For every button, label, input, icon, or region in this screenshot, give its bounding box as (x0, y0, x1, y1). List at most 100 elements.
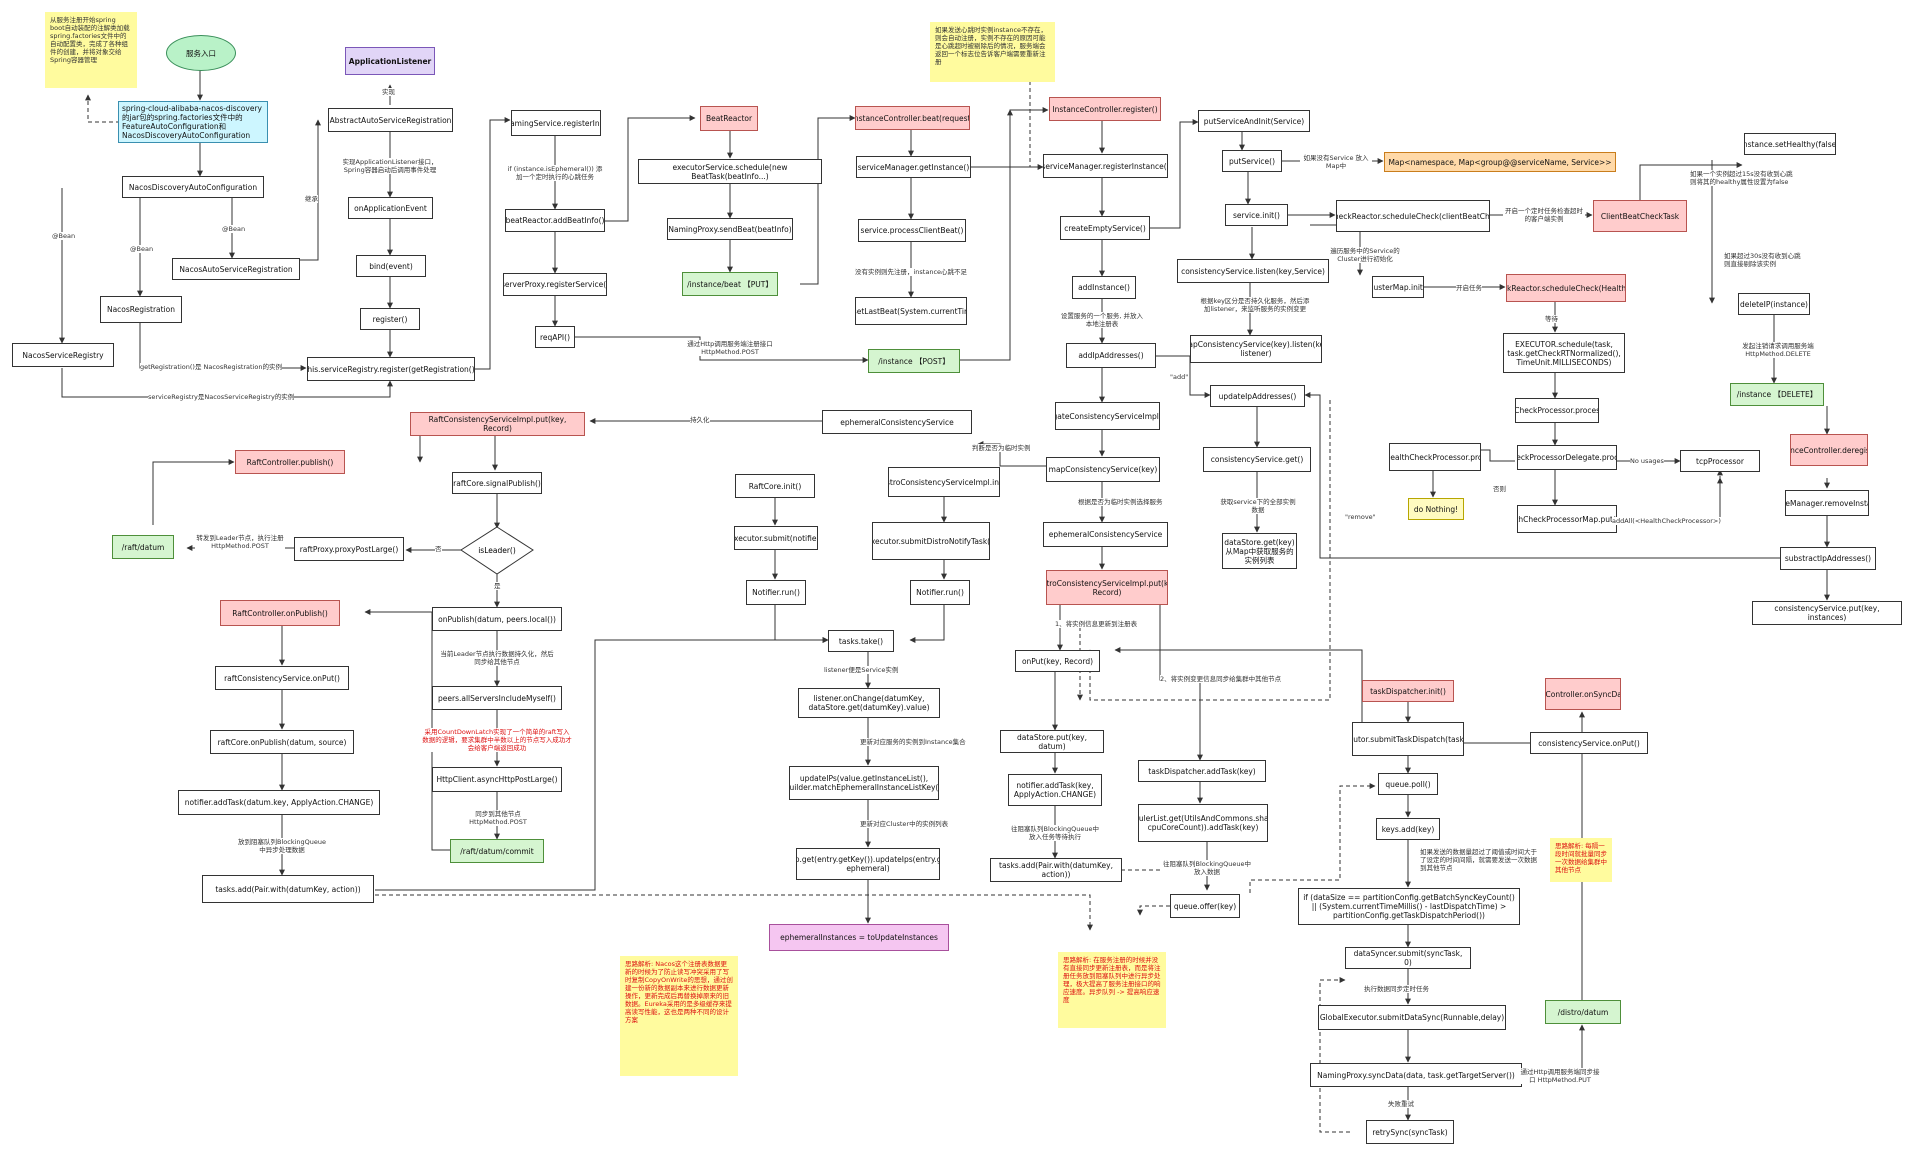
node-add-instance: addInstance() (1072, 276, 1136, 299)
node-tasks-take: tasks.take() (828, 630, 894, 652)
label-sync-http: 同步到其他节点 HttpMethod.POST (450, 810, 546, 826)
node-batch-check: if (dataSize == partitionConfig.getBatch… (1298, 888, 1520, 925)
decision-diamond-shape (460, 526, 534, 575)
label-more-than-15: 如果一个实例超过15s没有收到心跳则将其的healthy属性设置为false (1690, 170, 1796, 186)
node-keys-add: keys.add(key) (1376, 818, 1440, 840)
node-add-ip-addresses: addIpAddresses() (1066, 343, 1156, 368)
edge-consonput-onput (1114, 647, 1530, 744)
node-cluster-map-update: clusterMap.get(entry.getKey()).updateIps… (796, 848, 940, 880)
label-build-key: 根据key区分是否持久化服务，然后添加listener，来监听服务的实例变更 (1200, 297, 1310, 313)
node-ic-register: InstanceController.register() (1049, 97, 1161, 121)
node-sm-remove-instance: serviceManager.removeInstance() (1785, 490, 1869, 516)
node-global-executor-submit: GlobalExecutor.submitTaskDispatch(taskSc… (1352, 722, 1464, 756)
label-execute-sync: 执行数据同步定时任务 (1364, 985, 1429, 993)
node-app-listener: ApplicationListener (345, 47, 435, 75)
node-on-put: onPut(key, Record) (1015, 650, 1100, 672)
node-hc-schedule-check: HealthCheckReactor.scheduleCheck(clientB… (1336, 200, 1490, 232)
label-blocking-queue: 往阻塞队列BlockingQueue中放入任务等待执行 (1010, 825, 1100, 841)
edge-clientbeat-healthy (1639, 162, 1743, 200)
node-notifier-run-1: Notifier.run() (746, 580, 806, 605)
label-persistent: 持久化 (690, 416, 710, 424)
label-blocking-queue-raft: 放到阻塞队列BlockingQueue中异步处理数据 (235, 838, 329, 854)
edge-thisreg-naming (475, 117, 511, 370)
node-datastore-get: dataStore.get(key) 从Map中获取服务的实例列表 (1222, 533, 1297, 569)
node-naming-proxy-send-beat: NamingProxy.sendBeat(beatInfo) (667, 218, 793, 240)
edge-autoreg-abstract (300, 119, 321, 261)
label-listener-callback: listener便是Service实例 (824, 666, 899, 674)
label-remove: "remove" (1345, 513, 1376, 521)
node-queue-offer: queue.offer(key) (1170, 894, 1240, 918)
node-update-ip-addresses: updateIpAddresses() (1210, 385, 1305, 407)
node-client-beat-check-task: ClientBeatCheckTask (1593, 200, 1687, 232)
node-raft-core-on-publish: raftCore.onPublish(datum, source) (210, 730, 354, 754)
node-raft-consistency-on-put: raftConsistencyService.onPut() (215, 666, 349, 690)
node-on-publish: onPublish(datum, peers.local()) (432, 607, 562, 631)
label-timing-check: 开启一个定时任务检查超时的客户端实例 (1503, 207, 1585, 223)
node-raft-controller-on-publish: RaftController.onPublish() (220, 600, 340, 626)
edge-instpost-icregister (960, 107, 1049, 361)
node-raft-controller-publish: RaftController.publish() (235, 450, 345, 474)
node-nacos-naming-service: NacosNamingService.registerInstance() (511, 110, 601, 136)
label-bean-1: @Bean (52, 232, 76, 240)
node-put-service: putService() (1222, 150, 1282, 172)
label-step1: 1、将实例信息更新到注册表 (1055, 620, 1138, 628)
node-consistency-put-remove: consistencyService.put(key, instances) (1752, 601, 1902, 625)
edge-addip-updateip (1156, 355, 1211, 398)
node-executor-submit-notifier: executor.submit(notifier) (734, 526, 818, 550)
node-task-dispatcher-init: taskDispatcher.init() (1362, 680, 1454, 702)
node-start: 服务入口 (166, 35, 236, 71)
node-raft-consistency-put: RaftConsistencyServiceImpl.put(key, Reco… (410, 412, 585, 436)
node-ic-beat: InstanceController.beat(request) (855, 106, 970, 130)
node-instance-post: /instance 【POST】 (868, 349, 960, 373)
node-peers-all-servers: peers.allServersIncludeMyself() (432, 686, 562, 710)
node-tcp-processor: tcpProcessor (1680, 450, 1760, 472)
label-is-ephemeral: if (instance.isEphemeral()) 添加一个定时执行的心跳任… (505, 165, 605, 181)
node-instance-delete: /instance 【DELETE】 (1730, 383, 1824, 406)
label-per-service-cluster: 遍历服务中的Service的Cluster进行初始化 (1325, 247, 1405, 263)
label-http-put: 通过Http调用服务端同步接口 HttpMethod.PUT (1520, 1068, 1600, 1084)
node-map-namespace: Map<namespace, Map<group@@serviceName, S… (1384, 152, 1616, 172)
label-more-than-30: 如果超过30s没有收到心跳 则直接剔除该实例 (1724, 252, 1806, 268)
node-instance-set-last-beat: instance.setLastBeat(System.currentTimeM… (855, 297, 967, 325)
label-inherit: 继承 (305, 195, 318, 203)
label-get-registration: getRegistration()是 NacosRegistration的实例 (140, 363, 282, 371)
label-proxy-to-leader: 转发到Leader节点，执行注册 HttpMethod.POST (195, 534, 285, 550)
note-beat: 如果发送心跳时实例instance不存在，则会自动注册，实例不存在的原因可能是心… (930, 22, 1055, 82)
node-task-scheduler-list: taskSchedulerList.get(UtilsAndCommons.sh… (1138, 804, 1268, 842)
node-ic-deregister: InstanceController.deregister() (1790, 434, 1868, 466)
node-task-dispatcher-add: taskDispatcher.addTask(key) (1138, 760, 1266, 782)
node-bind-event: bind(event) (356, 255, 426, 277)
label-batch-condition: 如果发送的数据量超过了阈值或时间大于了设定的时间间隔，就需要发送一次数据到其他节… (1420, 848, 1540, 872)
node-distro-consistency-init: DistroConsistencyServiceImpl.init() (888, 467, 1000, 497)
is-leader-label: isLeader() (478, 545, 516, 555)
node-notifier-run-2: Notifier.run() (910, 580, 970, 605)
label-impl-listener: 实现ApplicationListener接口，Spring容器启动后调用事件处… (340, 158, 440, 174)
note-distro: 思路解析: 每隔一段时间就批量同步一次数据给集群中其他节点 (1550, 838, 1612, 882)
node-retry-sync: retrySync(syncTask) (1366, 1120, 1454, 1144)
node-instance-set-healthy: instance.setHealthy(false) (1744, 133, 1836, 155)
node-spring-factories: spring-cloud-alibaba-nacos-discovery的jar… (118, 101, 268, 143)
node-raft-core-init: RaftCore.init() (735, 474, 815, 498)
node-this-reg-register: this.serviceRegistry.register(getRegistr… (307, 357, 475, 381)
label-negative: 否则 (1493, 485, 1506, 493)
label-create-first: 设置服务的一个服务, 并放入本地注册表 (1060, 312, 1144, 328)
label-update-cluster: 更新对应Cluster中的实例列表 (860, 820, 949, 828)
node-tasks-add-pair: tasks.add(Pair.with(datumKey, action)) (990, 858, 1122, 882)
edge-dashed-factories-note (85, 94, 120, 123)
edge-run2-take (909, 605, 945, 643)
label-bean-2: @Bean (130, 245, 154, 253)
node-hc-reactor-schedule: HealthCheckReactor.scheduleCheck(HealthC… (1506, 274, 1626, 302)
node-raft-core-signal: raftCore.signalPublish() (452, 472, 542, 494)
label-ephemeral-or-not: 根据是否为临时实例选择服务 (1078, 498, 1163, 506)
edge-run1-take (774, 605, 829, 643)
label-schedule-task: 开启任务 (1456, 284, 1482, 292)
node-service-process-beat: service.processClientBeat() (858, 219, 966, 242)
node-service-init: service.init() (1225, 204, 1288, 226)
node-cluster-map-init: clusterMap.init() (1372, 276, 1424, 298)
edge-datum-publish (152, 459, 235, 525)
label-wait: 等待 (1545, 315, 1558, 323)
label-beat-no-instance: 没有实例则先注册，instance心跳不足 (855, 268, 968, 276)
label-get-from-datastore: 获取service下的全部实例数据 (1218, 498, 1298, 514)
label-ephemeral-judge: 判断是否为临时实例 (972, 444, 1031, 452)
node-data-syncer-submit: dataSyncer.submit(syncTask, 0) (1345, 947, 1471, 969)
